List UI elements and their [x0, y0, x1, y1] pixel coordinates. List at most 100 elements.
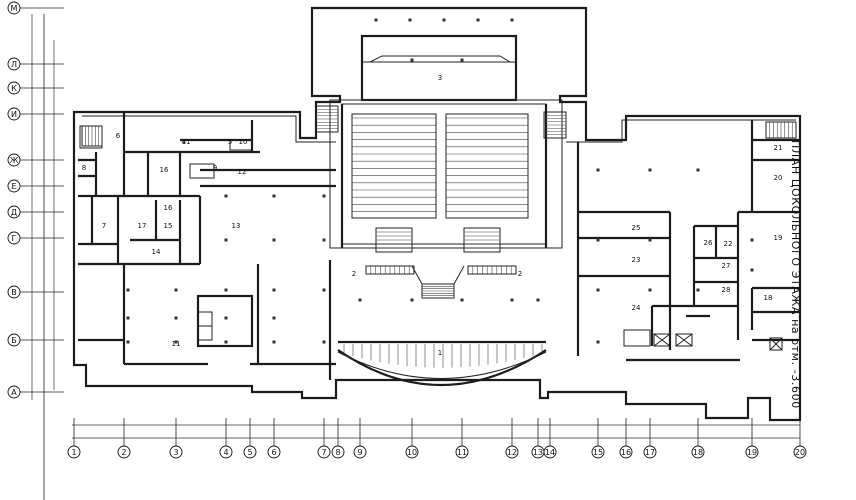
column-marker — [174, 340, 178, 344]
axis-bubble-6 — [267, 445, 281, 459]
column-marker — [272, 238, 276, 242]
room-number-label: 28 — [722, 286, 731, 294]
axis-bubble-15 — [591, 445, 605, 459]
room-number-label: 16 — [164, 204, 173, 212]
column-marker — [510, 298, 514, 302]
room-number-label: 2 — [518, 270, 522, 278]
axis-bubble-1 — [67, 445, 81, 459]
room-number-label: 17 — [138, 222, 147, 230]
axis-bubble-16 — [619, 445, 633, 459]
axis-number-label: 15 — [593, 448, 603, 457]
axis-bubble-11 — [455, 445, 469, 459]
seating-rows — [351, 113, 529, 219]
axis-letter-label: Л — [11, 60, 17, 69]
axis-bubble-1 — [7, 1, 21, 15]
axis-letter-label: Г — [12, 234, 17, 243]
column-marker — [696, 168, 700, 172]
axis-bubble-18 — [691, 445, 705, 459]
axis-bubble-8 — [331, 445, 345, 459]
column-marker — [442, 18, 446, 22]
room-number-label: 11 — [172, 340, 181, 348]
column-marker — [648, 168, 652, 172]
axis-bubble-3 — [7, 81, 21, 95]
room-number-label: 5 — [228, 138, 232, 146]
axis-number-label: 5 — [247, 448, 252, 457]
column-marker — [536, 298, 540, 302]
axis-number-label: 2 — [121, 448, 126, 457]
column-marker — [408, 18, 412, 22]
axis-bubble-8 — [7, 231, 21, 245]
axis-bubble-14 — [543, 445, 557, 459]
axis-number-label: 12 — [507, 448, 517, 457]
axis-number-label: 10 — [407, 448, 417, 457]
column-marker — [374, 18, 378, 22]
axis-number-label: 13 — [533, 448, 543, 457]
room-number-label: 1 — [438, 349, 442, 357]
axis-number-label: 18 — [693, 448, 703, 457]
room-number-label: 14 — [152, 248, 161, 256]
axis-number-label: 19 — [747, 448, 757, 457]
room-number-label: 21 — [774, 144, 783, 152]
axis-bubble-6 — [7, 179, 21, 193]
axis-bubble-17 — [643, 445, 657, 459]
axis-number-label: 17 — [645, 448, 655, 457]
axis-letter-label: И — [11, 110, 17, 119]
room-number-label: 9 — [213, 164, 217, 172]
column-marker — [322, 238, 326, 242]
column-marker — [596, 168, 600, 172]
column-marker — [696, 288, 700, 292]
room-number-label: 25 — [632, 224, 641, 232]
column-marker — [174, 316, 178, 320]
column-marker — [476, 18, 480, 22]
axis-number-label: 16 — [621, 448, 631, 457]
axis-bubble-4 — [7, 107, 21, 121]
axis-number-label: 4 — [223, 448, 228, 457]
column-marker — [460, 58, 464, 62]
column-marker — [648, 238, 652, 242]
room-number-label: 16 — [160, 166, 169, 174]
right-wing-walls — [576, 120, 800, 362]
column-marker — [750, 268, 754, 272]
axis-bubble-7 — [7, 205, 21, 219]
room-number-label: 8 — [82, 164, 86, 172]
axis-bubble-5 — [243, 445, 257, 459]
drawing-title: ПЛАН ЦОКОЛЬНОГО ЭТАЖА на отм. -3.600 — [788, 140, 856, 409]
room-number-label: 12 — [238, 168, 247, 176]
axis-letter-label: Б — [11, 336, 17, 345]
column-marker — [224, 340, 228, 344]
room-number-label: 2 — [352, 270, 356, 278]
column-marker — [272, 194, 276, 198]
column-marker — [224, 288, 228, 292]
axis-bubble-19 — [745, 445, 759, 459]
room-number-label: 6 — [116, 132, 121, 140]
axis-bubble-9 — [7, 285, 21, 299]
column-marker — [224, 238, 228, 242]
room-number-label: 24 — [632, 304, 641, 312]
room-number-label: 4 — [182, 138, 187, 146]
axis-letter-label: К — [11, 84, 17, 93]
axis-bubble-5 — [7, 153, 21, 167]
axis-bubble-10 — [405, 445, 419, 459]
foyer-arc — [337, 265, 547, 387]
room-number-label: 15 — [164, 222, 173, 230]
column-marker — [460, 298, 464, 302]
axis-number-label: 9 — [357, 448, 362, 457]
axis-bubble-4 — [219, 445, 233, 459]
column-marker — [410, 58, 414, 62]
axis-number-label: 14 — [545, 448, 555, 457]
room-number-label: 20 — [774, 174, 783, 182]
axis-bubble-20 — [793, 445, 807, 459]
room-number-label: 7 — [102, 222, 106, 230]
column-marker — [596, 340, 600, 344]
axis-letter-label: М — [11, 4, 18, 13]
axis-number-label: 20 — [795, 448, 805, 457]
column-marker — [126, 316, 130, 320]
axis-number-label: 3 — [173, 448, 178, 457]
axis-bubble-3 — [169, 445, 183, 459]
axis-letter-label: Д — [11, 208, 17, 217]
room-number-label: 11 — [182, 138, 191, 146]
